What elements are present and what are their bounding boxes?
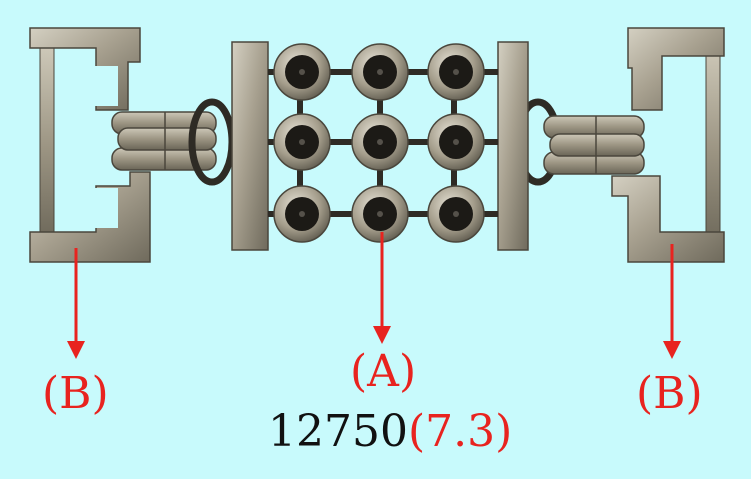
size-spec: (7.3) bbox=[407, 406, 513, 457]
center-panel bbox=[231, 41, 529, 251]
setting bbox=[351, 113, 409, 171]
setting bbox=[273, 43, 331, 101]
label-b-left: (B) bbox=[42, 368, 109, 419]
setting bbox=[427, 113, 485, 171]
setting bbox=[273, 113, 331, 171]
setting bbox=[427, 43, 485, 101]
product-code: 12750(7.3) bbox=[268, 410, 512, 454]
label-b-right: (B) bbox=[636, 368, 703, 419]
arrows bbox=[67, 232, 681, 359]
model-number: 12750 bbox=[268, 406, 408, 457]
right-buckle bbox=[543, 27, 725, 263]
left-buckle bbox=[29, 27, 217, 263]
setting bbox=[351, 185, 409, 243]
setting bbox=[273, 185, 331, 243]
setting bbox=[427, 185, 485, 243]
rhinestone-settings bbox=[273, 43, 485, 243]
label-a-center: (A) bbox=[350, 346, 417, 397]
setting bbox=[351, 43, 409, 101]
